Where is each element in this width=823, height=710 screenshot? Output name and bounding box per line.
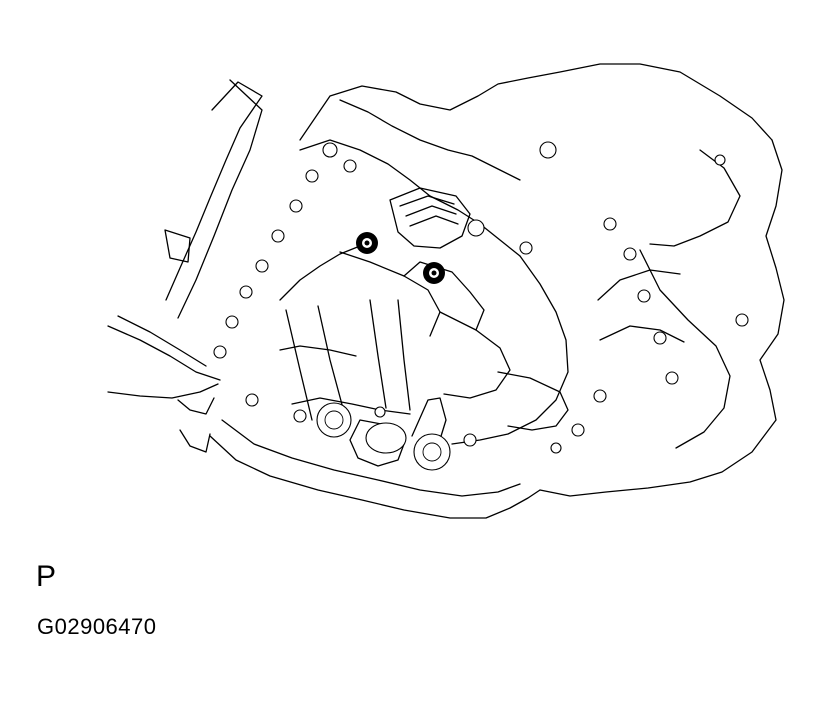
figure-code: G02906470 — [37, 614, 157, 639]
bolt-holes — [213, 141, 749, 454]
drain-plug-and-filter-ports — [316, 402, 451, 471]
transmission-valve-body-illustration — [107, 63, 785, 519]
transmission-case-outline — [107, 63, 785, 519]
highlighted-bolts — [356, 232, 445, 284]
view-label: P — [36, 560, 57, 593]
